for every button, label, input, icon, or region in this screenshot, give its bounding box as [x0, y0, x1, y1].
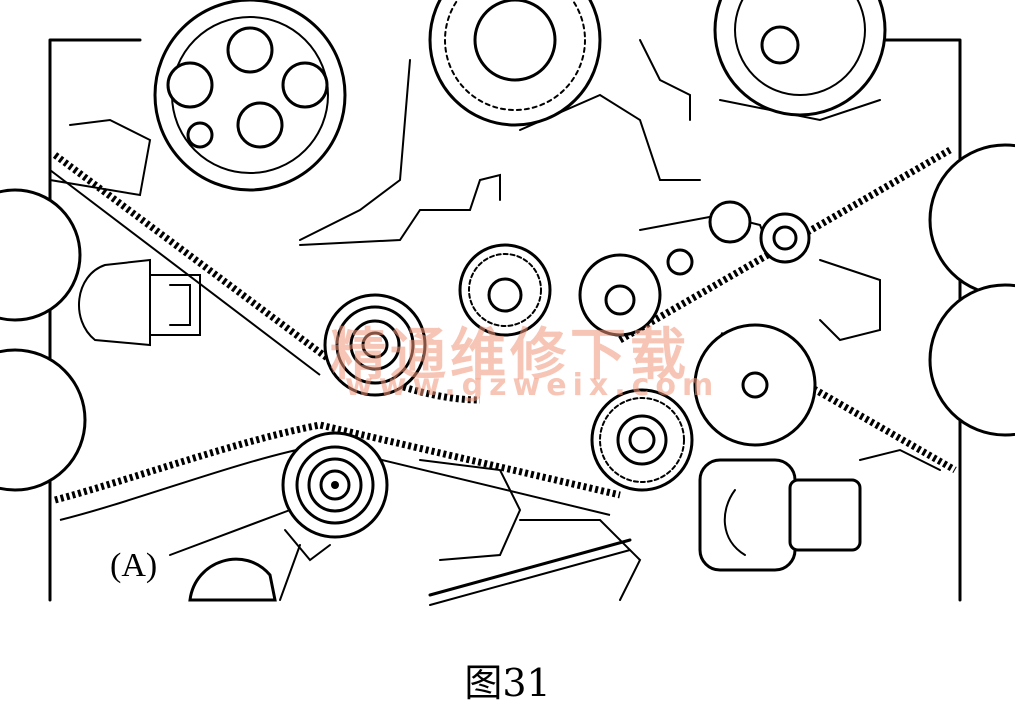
watermark-url: www.gzweix.com	[345, 368, 720, 403]
tensioner-adjuster	[698, 458, 862, 572]
spring-bar	[428, 538, 632, 606]
idler-pulley-left	[323, 293, 427, 397]
idler-pulley-upper	[578, 253, 662, 337]
camshaft-sprocket-center	[428, 0, 602, 127]
callout-leader-line	[169, 509, 291, 556]
crank-sprocket-left-edge	[0, 188, 87, 492]
belt-tensioner-pulley	[281, 431, 389, 562]
figure-caption: 图31	[464, 661, 551, 705]
callout-label-a: (A)	[110, 547, 158, 584]
oil-pump-sprocket	[458, 243, 552, 337]
crankshaft-sprocket	[590, 388, 694, 492]
idler-pulley-right	[693, 323, 817, 447]
crank-sprocket-bottom-left	[188, 557, 277, 602]
watermark-brand: 精通维修下载	[330, 323, 690, 388]
camshaft-sprocket-far-right	[928, 143, 1015, 437]
camshaft-sprocket-left	[153, 0, 347, 192]
camshaft-sprocket-right	[713, 0, 887, 117]
small-idler-pulleys	[666, 200, 811, 276]
